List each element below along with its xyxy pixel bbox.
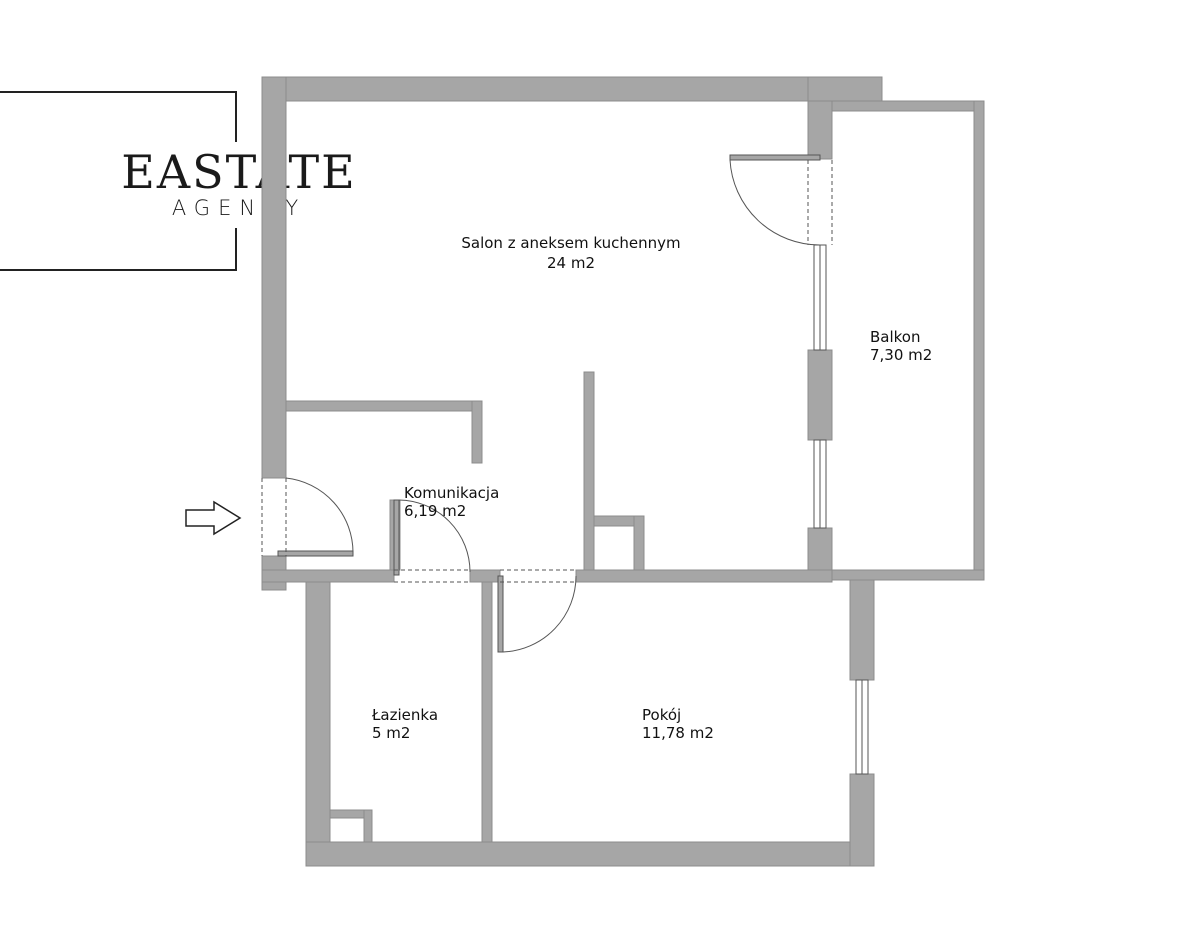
room-balkon-name: Balkon <box>870 328 921 346</box>
balcony-bottom <box>831 569 985 581</box>
wall-room-right-lower <box>849 773 875 867</box>
room-pokoj-name: Pokój <box>642 706 681 724</box>
wall-kitchen-partition <box>583 371 595 571</box>
wall-balcony-upper <box>807 100 833 160</box>
windows <box>813 244 869 775</box>
balcony-right <box>973 100 985 581</box>
entrance-arrow-icon <box>185 500 242 536</box>
wall-top <box>261 76 883 102</box>
logo-main-text: EASTATE <box>121 145 356 199</box>
wall-mid-center <box>469 569 501 583</box>
bath-block-right <box>363 809 373 843</box>
room-labels: Salon z aneksem kuchennym 24 m2 Balkon 7… <box>371 234 932 742</box>
door-room <box>497 569 577 653</box>
room-komunikacja-name: Komunikacja <box>404 484 499 502</box>
door-entrance <box>261 477 354 557</box>
wall-room-right-upper <box>849 579 875 681</box>
room-salon-area: 24 m2 <box>547 254 595 272</box>
wall-partition-entry <box>285 400 483 412</box>
door-balcony <box>729 154 833 246</box>
room-lazienka-name: Łazienka <box>371 706 438 724</box>
room-pokoj-area: 11,78 m2 <box>642 724 714 742</box>
logo: EASTATE AGENCY <box>0 91 370 271</box>
door-bathroom <box>393 499 471 583</box>
room-salon-name: Salon z aneksem kuchennym <box>461 234 680 252</box>
logo-backdrop <box>108 142 370 228</box>
wall-partition-stub <box>471 400 483 464</box>
wall-kitchen-block-right <box>633 515 645 571</box>
wall-bathroom-left <box>305 581 331 867</box>
wall-bath-room-partition <box>481 581 493 843</box>
wall-top-right <box>807 76 883 102</box>
wall-bottom <box>305 841 875 867</box>
wall-left-upper <box>261 76 287 479</box>
room-komunikacja-area: 6,19 m2 <box>404 502 466 520</box>
room-lazienka-area: 5 m2 <box>372 724 410 742</box>
wall-balcony-middle <box>807 349 833 441</box>
wall-mid-right <box>575 569 833 583</box>
balcony-top <box>831 100 985 112</box>
doors <box>261 154 833 653</box>
wall-mid-left <box>261 569 395 583</box>
walls <box>261 76 985 867</box>
room-balkon-area: 7,30 m2 <box>870 346 932 364</box>
